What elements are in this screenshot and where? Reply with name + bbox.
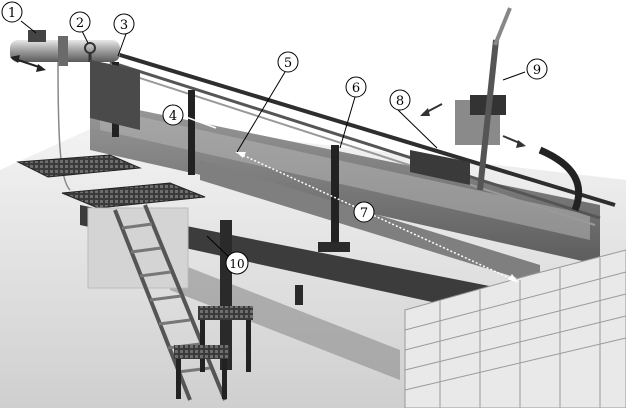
flume-inner-wall [100,108,590,240]
concrete-pier [87,207,189,289]
inlet-tank [90,60,140,130]
svg-text:7: 7 [360,206,368,221]
probe-tip [493,7,512,46]
stool-leg [246,320,251,372]
callout-9: 9 [526,58,548,80]
carriage [410,150,470,185]
svg-text:6: 6 [352,81,360,96]
leader-lines [20,20,526,259]
callout-2: 2 [69,11,91,33]
stool-leg [176,359,181,399]
callout-3: 3 [113,13,135,35]
rail-lower [109,60,601,220]
svg-text:10: 10 [229,257,244,271]
callout-8: 8 [389,89,411,111]
post-lower [295,285,303,305]
stool-leg [222,359,227,399]
pipe-flange [58,36,68,66]
svg-text:1: 1 [8,6,16,21]
post-5 [188,90,195,175]
svg-text:5: 5 [284,56,292,71]
svg-text:4: 4 [169,109,177,124]
callout-7: 7 [353,201,375,223]
ladder-rail-right [143,204,227,401]
upper-platform [16,154,142,178]
brick-wall [404,249,626,408]
post-6-foot [318,242,350,252]
svg-text:2: 2 [76,16,84,31]
callout-10: 10 [225,251,249,275]
step-stool-top [198,306,253,320]
callout-6: 6 [345,76,367,98]
callout-4: 4 [162,104,184,126]
support-beam [80,205,560,330]
stair-platform [61,182,206,209]
svg-text:8: 8 [396,94,404,109]
step-stool-bottom [174,345,229,359]
svg-text:9: 9 [533,63,541,78]
probe-rod [477,39,499,191]
svg-text:3: 3 [120,18,128,33]
cable-chain [538,146,583,212]
callout-1: 1 [1,1,23,23]
rail-upper [109,50,616,207]
flow-meter [28,30,46,42]
callout-5: 5 [277,51,299,73]
meter-cable [57,61,71,191]
